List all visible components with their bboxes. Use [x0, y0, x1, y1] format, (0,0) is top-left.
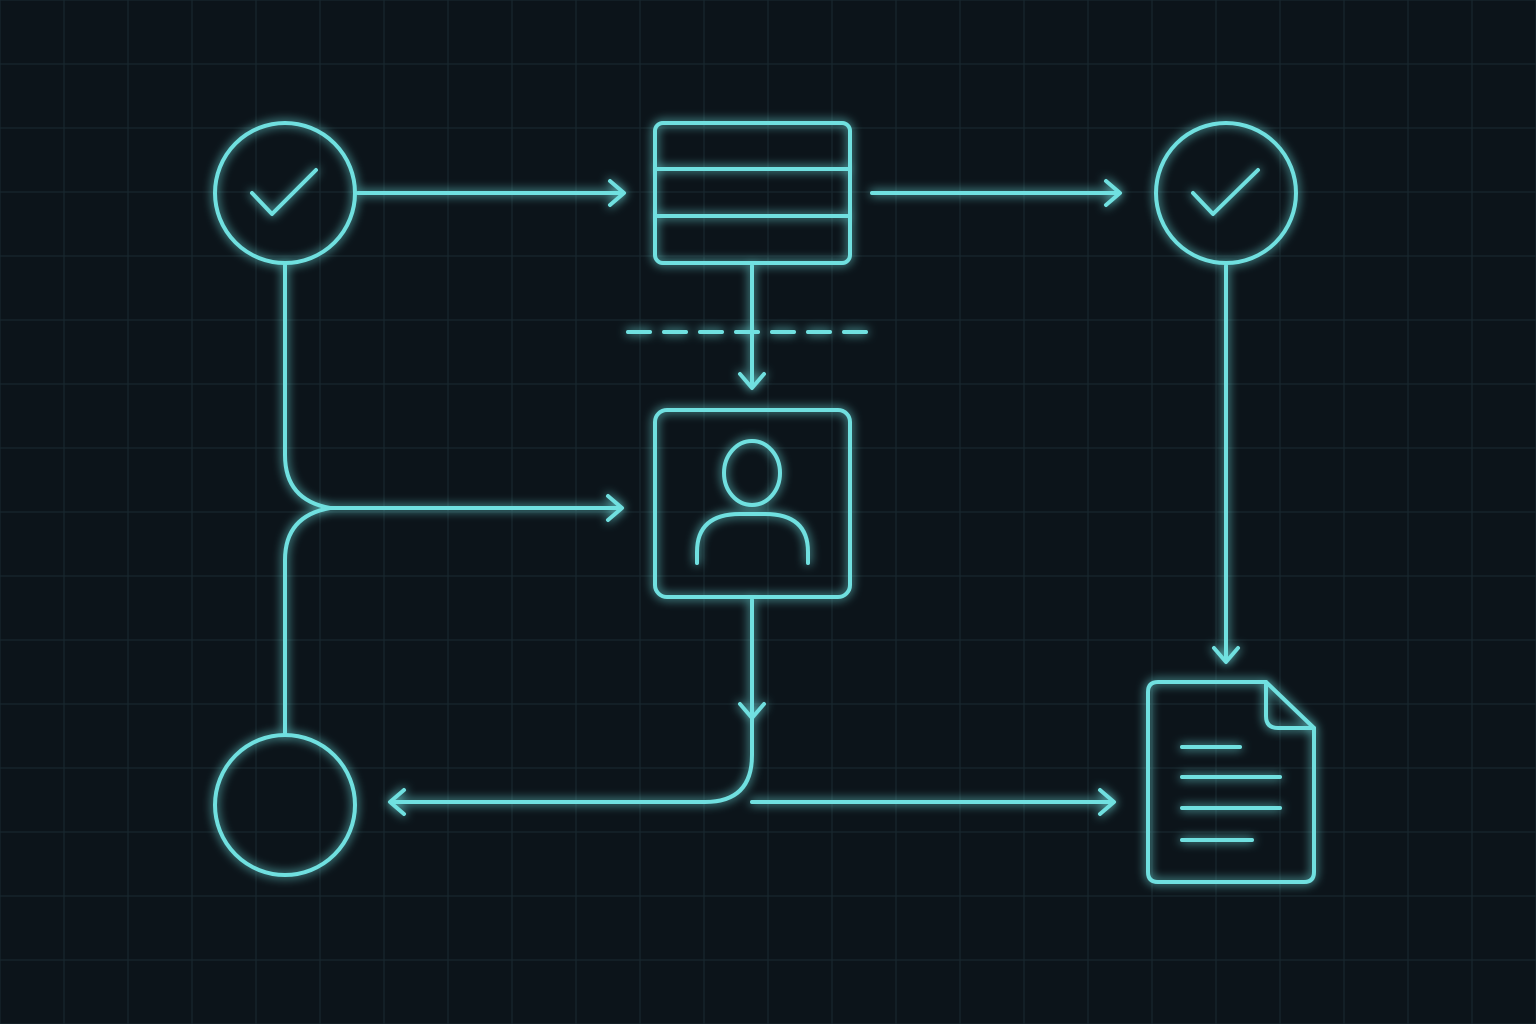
edge-user-to-circle [388, 598, 766, 816]
check-circle-icon[interactable] [1154, 121, 1298, 265]
edge-check-start-to-table [356, 179, 626, 207]
user-icon[interactable] [653, 408, 852, 599]
check-circle-icon[interactable] [213, 121, 357, 265]
edge-check-start-branch [283, 262, 624, 736]
nodes [213, 121, 1316, 884]
document-icon[interactable] [1146, 680, 1316, 884]
edge-table-to-check-end [870, 179, 1122, 207]
edge-table-to-user [626, 264, 882, 390]
connectors [283, 179, 1240, 816]
edge-check-end-to-document [1212, 264, 1240, 664]
edge-user-to-document [750, 788, 1116, 816]
table-icon[interactable] [653, 121, 852, 265]
circle-icon[interactable] [213, 733, 357, 877]
